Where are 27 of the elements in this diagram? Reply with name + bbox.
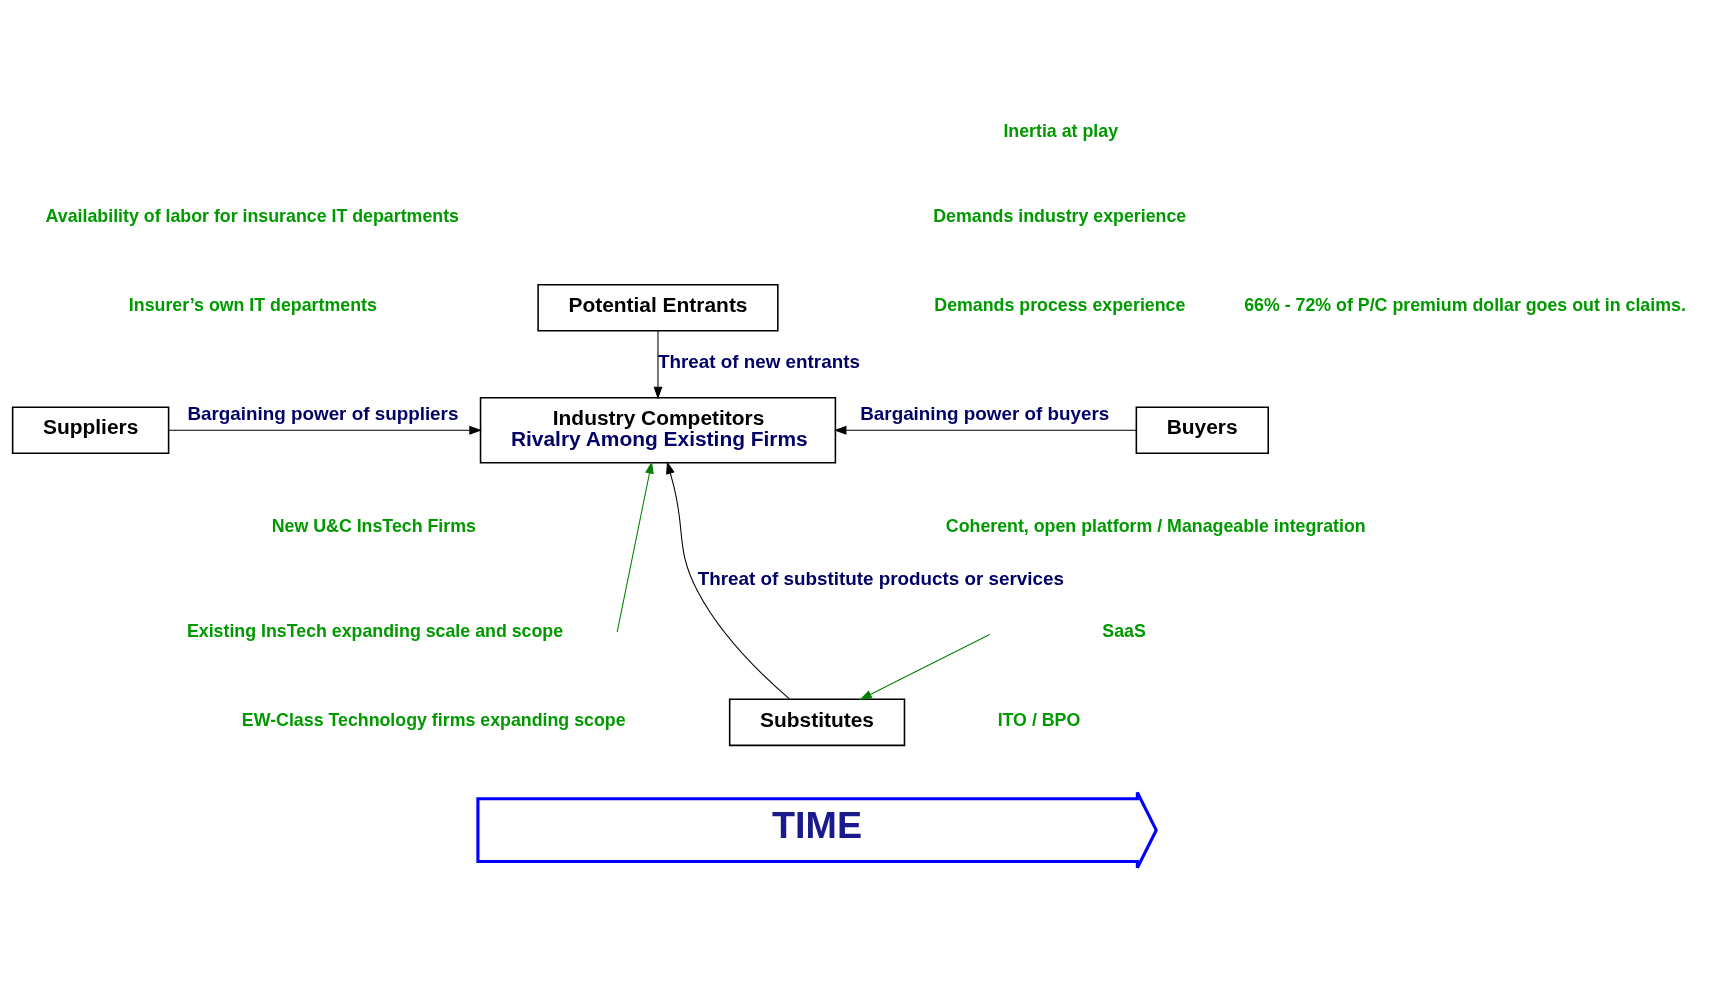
arrow	[666, 461, 790, 700]
arrow	[859, 633, 991, 700]
label: SaaS	[1102, 620, 1146, 641]
label: Insurer’s own IT departments	[128, 295, 377, 316]
edge-label: Threat of substitute products or services	[697, 567, 1064, 589]
edge-label: Threat of new entrants	[657, 350, 860, 372]
label: EW-Class Technology firms expanding scope	[241, 709, 626, 730]
label: Demands process experience	[934, 295, 1186, 316]
edge-label: Bargaining power of suppliers	[187, 403, 459, 425]
label: ITO / BPO	[997, 709, 1081, 730]
arrow	[616, 461, 654, 633]
node-box: Substitutes	[728, 698, 906, 747]
node-box: Industry Competitors Rivalry Among Existing Firms	[479, 397, 837, 464]
label: 66% - 72% of P/C premium dollar goes out in claims.	[1244, 295, 1686, 316]
label: New U&C InsTech Firms	[271, 515, 476, 536]
arrow	[168, 425, 482, 435]
arrow	[653, 330, 663, 400]
node-box: Suppliers	[11, 406, 170, 455]
label: Demands industry experience	[933, 206, 1187, 227]
label: Availability of labor for insurance IT departments	[45, 206, 459, 227]
label: Coherent, open platform / Manageable integration	[945, 515, 1366, 536]
node-box: Buyers	[1135, 406, 1269, 455]
label: Existing InsTech expanding scale and scope	[186, 620, 564, 641]
arrow	[833, 425, 1137, 435]
edge-label: Bargaining power of buyers	[860, 403, 1110, 425]
label: Inertia at play	[1003, 121, 1119, 142]
node-box: Potential Entrants	[537, 283, 779, 332]
